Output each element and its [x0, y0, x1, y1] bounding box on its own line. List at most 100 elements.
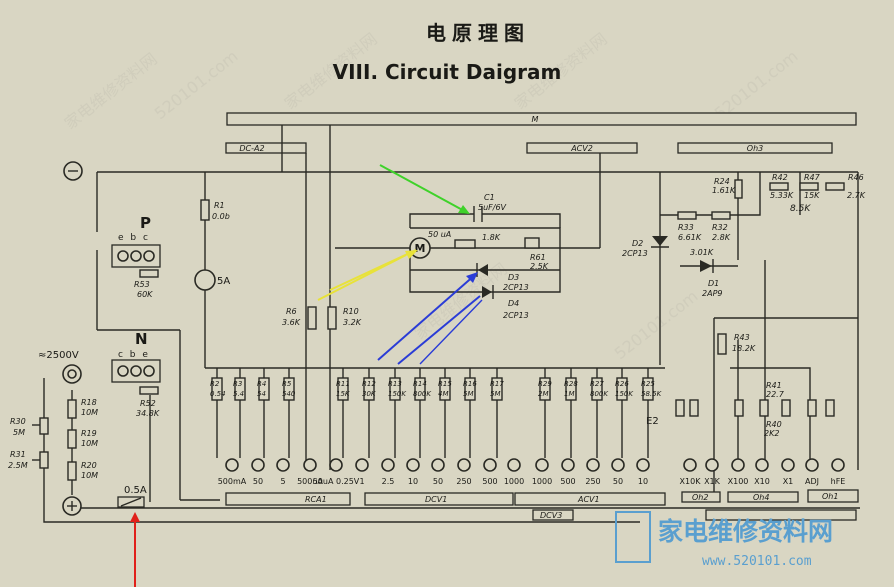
diode-d3	[476, 263, 488, 277]
switch-dcv1	[364, 492, 514, 506]
n-socket[interactable]	[111, 359, 161, 383]
value-r31: 2.5M	[8, 461, 28, 470]
switch-label-dc-a2: DC-A2	[239, 144, 264, 153]
range-jack-4[interactable]: 500uA	[297, 458, 323, 486]
range-jack-22[interactable]: X1	[781, 458, 795, 486]
resistor-value: 4M	[438, 390, 449, 398]
range-jack-20[interactable]: X100	[728, 458, 749, 486]
value-r6: 3.6K	[282, 318, 301, 327]
range-jack-label: 5	[280, 477, 285, 486]
range-jack-14[interactable]: 500	[560, 458, 576, 486]
label-r31: R31	[10, 450, 26, 459]
label-r43: R43	[734, 333, 750, 342]
resistor-r3: R35.4	[233, 368, 246, 458]
meter-symbol: M	[415, 242, 426, 255]
fuse-05a	[117, 496, 145, 508]
range-jack-23[interactable]: ADJ	[805, 458, 819, 486]
resistor-value: 0.54	[210, 390, 226, 398]
resistor-value: 800K	[590, 390, 609, 398]
range-jack-label: 2.5	[382, 477, 395, 486]
label-d2: D2	[632, 239, 643, 248]
value-d1: 2AP9	[702, 289, 722, 298]
resistor-value: 540	[282, 390, 296, 398]
terminal-plus[interactable]	[62, 496, 82, 516]
resistor-value: 5.4	[233, 390, 244, 398]
resistor-name: R27	[590, 380, 604, 388]
switch-oh4	[727, 491, 799, 503]
resistor-value: 54	[257, 390, 266, 398]
resistor-value: 30K	[362, 390, 377, 398]
value-c1: 5uF/6V	[478, 203, 507, 212]
value-r20: 10M	[81, 471, 98, 480]
switch-oh2	[681, 491, 721, 503]
watermark-1: 家电维修资料网	[61, 49, 161, 133]
resistor-value: 150K	[615, 390, 634, 398]
value-r52: 34.8K	[136, 409, 160, 418]
resistor-name: R3	[233, 380, 242, 388]
range-jack-label: 10	[638, 477, 648, 486]
label-r46: R46	[848, 173, 864, 182]
resistor-value: 58.5K	[641, 390, 663, 398]
switch-bar-m	[226, 112, 857, 126]
range-jack-10[interactable]: 250	[456, 458, 472, 486]
range-jack-label: X10K	[680, 477, 702, 486]
range-jack-17[interactable]: 10	[636, 458, 650, 486]
logo-text: 家电维修资料网	[658, 517, 833, 546]
resistor-name: R25	[641, 380, 655, 388]
annotation-arrows	[130, 164, 483, 587]
resistor-value: 5M	[490, 390, 501, 398]
resistor-name: R5	[282, 380, 292, 388]
diode-d1	[680, 259, 738, 273]
range-jack-7[interactable]: 2.5	[381, 458, 395, 486]
range-jack-9[interactable]: 50	[431, 458, 445, 486]
value-r46: 2.7K	[847, 191, 866, 200]
range-jack-5[interactable]: 50uA 0.25V	[313, 458, 360, 486]
diode-d2	[651, 236, 669, 248]
range-jack-18[interactable]: X10K	[680, 458, 702, 486]
value-d4: 2CP13	[503, 311, 529, 320]
range-jack-label: 1000	[532, 477, 552, 486]
switch-rca1	[225, 492, 351, 506]
range-jack-12[interactable]: 1000	[504, 458, 524, 486]
switch-acv1	[514, 492, 666, 506]
range-jack-16[interactable]: 50	[611, 458, 625, 486]
range-jack-label: 1000	[504, 477, 524, 486]
range-jack-1[interactable]: 500mA	[218, 458, 247, 486]
switch-dc-a2	[225, 142, 307, 154]
value-r19: 10M	[81, 439, 98, 448]
range-jack-6[interactable]: 1	[355, 458, 369, 486]
resistor-name: R13	[388, 380, 402, 388]
resistor-value: 5M	[463, 390, 474, 398]
range-jack-24[interactable]: hFE	[831, 458, 846, 486]
switch-acv2	[526, 142, 638, 154]
range-jack-13[interactable]: 1000	[532, 458, 552, 486]
range-jack-label: X100	[728, 477, 749, 486]
terminal-2500v[interactable]	[62, 364, 82, 384]
arrow-green	[458, 205, 470, 214]
range-jack-2[interactable]: 50	[251, 458, 265, 486]
range-jack-label: 50	[433, 477, 443, 486]
range-jack-15[interactable]: 250	[585, 458, 601, 486]
range-jack-8[interactable]: 10	[406, 458, 420, 486]
resistor-r2: R20.54	[210, 368, 226, 458]
arrow-blue	[466, 272, 478, 283]
capacitor-c1	[473, 206, 483, 222]
range-jack-label: 500mA	[218, 477, 247, 486]
logo-url: www.520101.com	[702, 554, 812, 569]
terminal-minus[interactable]	[63, 161, 83, 181]
range-jack-11[interactable]: 500	[482, 458, 498, 486]
range-jack-21[interactable]: X10	[754, 458, 770, 486]
range-jack-3[interactable]: 5	[276, 458, 290, 486]
p-socket[interactable]	[111, 244, 161, 268]
value-r1: 0.0b	[212, 212, 230, 221]
range-jack-label: 50	[613, 477, 623, 486]
switch-label-oh1: Oh1	[822, 492, 838, 501]
resistor-value: 1M	[564, 390, 575, 398]
range-jack-19[interactable]: X1K	[704, 458, 721, 486]
